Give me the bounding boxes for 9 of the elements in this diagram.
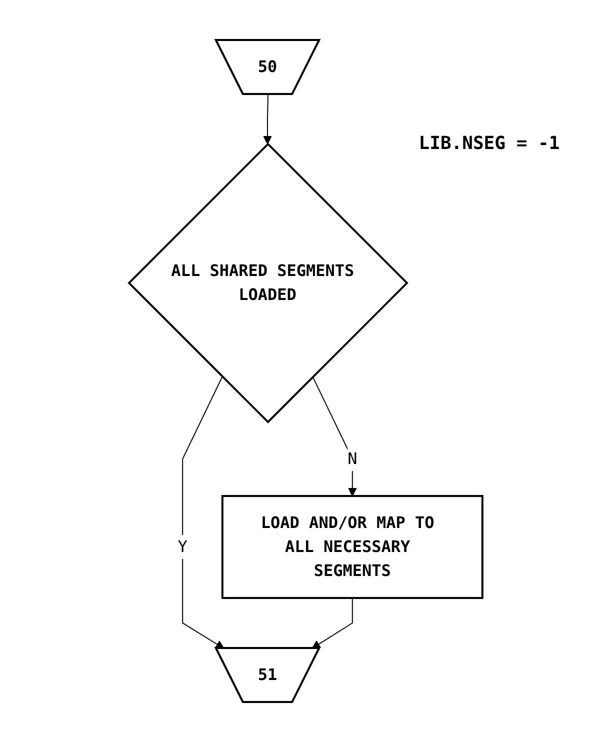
arrow [182,376,224,648]
edge-label: Y [178,536,188,556]
arrow [262,94,272,144]
node-box: LOAD AND/OR MAP TO ALL NECESSARY SEGMENTS [221,494,484,598]
arrow [311,596,353,648]
arrow [312,376,357,496]
edge-label: N [347,448,358,468]
node-diamond: ALL SHARED SEGMENTS LOADED [127,142,408,423]
side-note: LIB.NSEG = -1 [418,133,560,154]
